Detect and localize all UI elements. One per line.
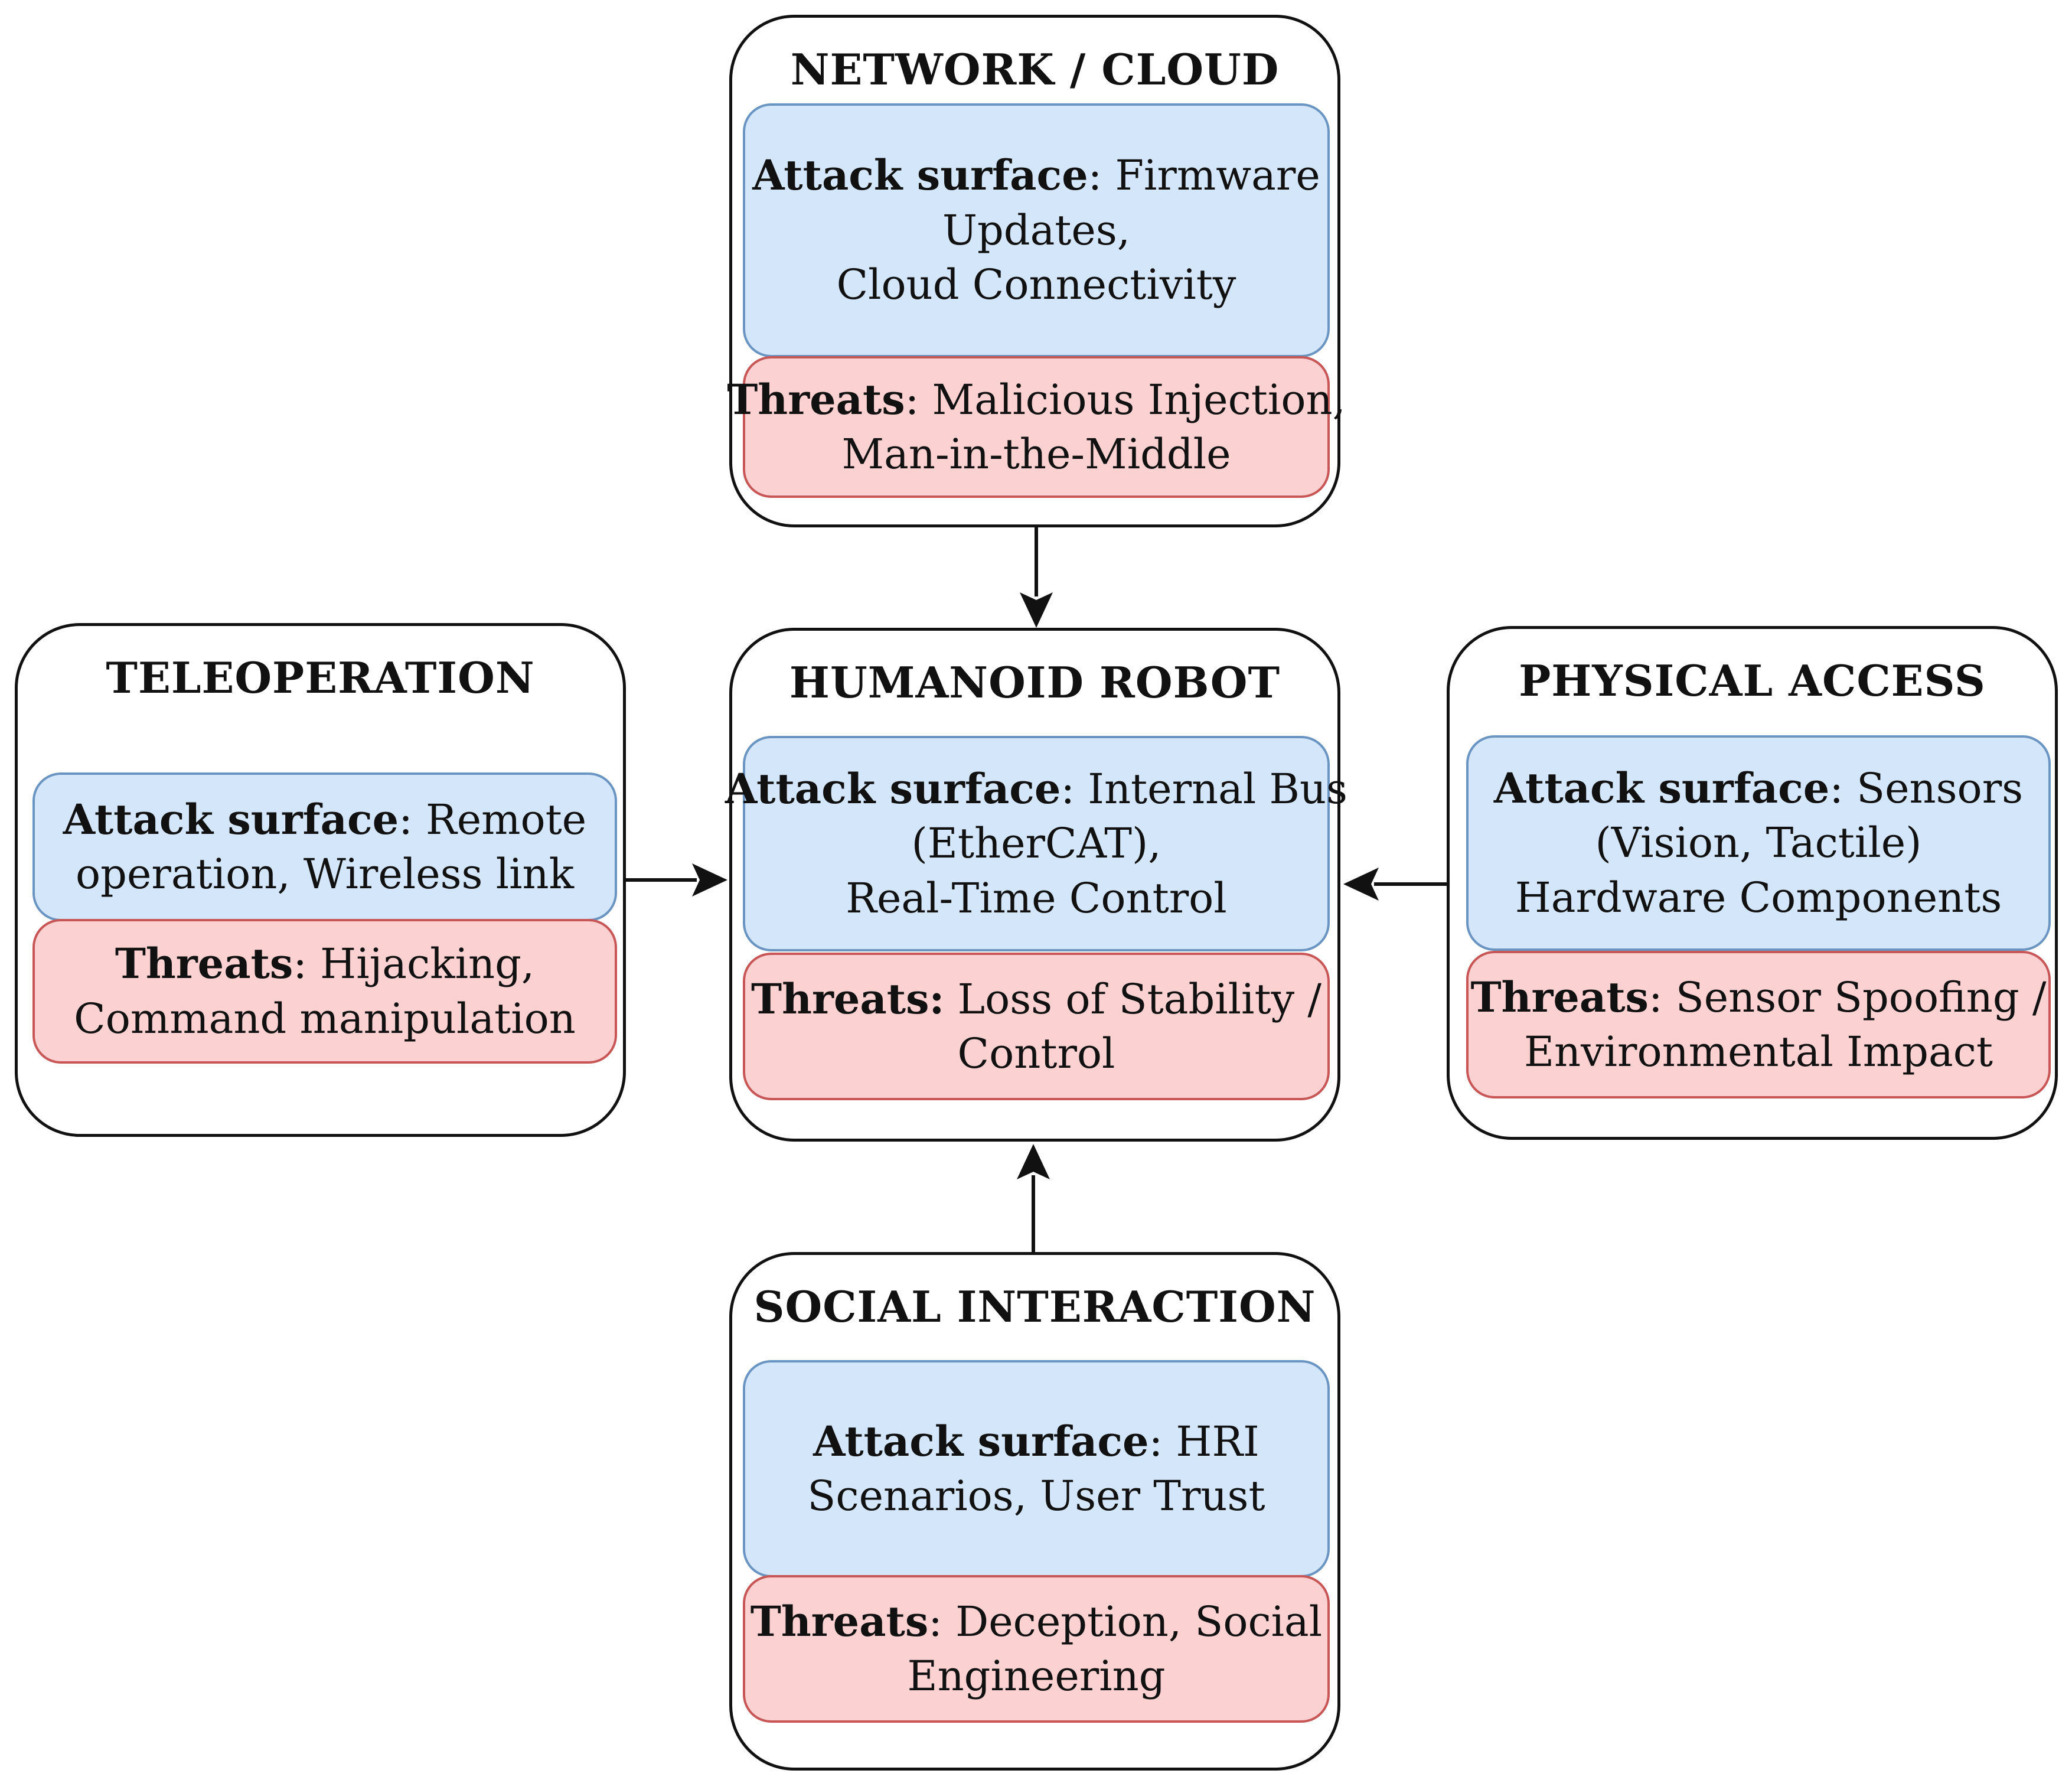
physical-threats-text: : Sensor Spoofing / [1648,973,2047,1022]
social-threats-text: : Deception, Social [928,1597,1323,1646]
teleoperation-threats-box: Threats: Hijacking, Command manipulation [32,919,617,1064]
robot-surface-text: (EtherCAT), [911,819,1161,868]
arrow-social-to-robot [1017,1144,1050,1252]
arrow-teleoperation-to-robot [625,863,727,896]
social-interaction-title: SOCIAL INTERACTION [753,1282,1316,1332]
physical-threats-text: Environmental Impact [1523,1028,1993,1076]
physical-threats-box: Threats: Sensor Spoofing / Environmental… [1466,951,2051,1098]
network-cloud-title: NETWORK / CLOUD [790,44,1280,94]
threats-label: Threats [750,1596,929,1646]
humanoid-robot-node: HUMANOID ROBOT Attack surface: Internal … [725,628,1347,1142]
network-threats-text: : Malicious Injection, [905,375,1346,424]
humanoid-robot-title: HUMANOID ROBOT [789,657,1281,708]
teleoperation-title: TELEOPERATION [106,653,535,703]
threats-label: Threats: [751,974,945,1023]
social-surface-text: Scenarios, User Trust [807,1472,1265,1520]
robot-threats-box: Threats: Loss of Stability / Control [743,953,1330,1100]
robot-surface-text: Real-Time Control [846,873,1227,922]
robot-threats-text: Control [957,1029,1115,1078]
physical-access-node: PHYSICAL ACCESS Attack surface: Sensors … [1447,626,2058,1140]
robot-surface-text: : Internal Bus [1061,764,1347,813]
teleoperation-threats-text: Command manipulation [74,994,576,1043]
teleoperation-surface-text: : Remote [399,795,587,844]
arrow-physical-to-robot [1343,868,1447,901]
physical-surface-text: : Sensors [1829,764,2024,813]
teleoperation-attack-surface-box: Attack surface: Remote operation, Wirele… [32,772,617,921]
attack-surface-label: Attack surface [1493,763,1830,813]
robot-attack-surface-box: Attack surface: Internal Bus (EtherCAT),… [725,736,1347,951]
physical-surface-text: Hardware Components [1515,873,2002,922]
network-surface-text: : Firmware [1088,151,1320,200]
physical-attack-surface-box: Attack surface: Sensors (Vision, Tactile… [1466,735,2051,951]
physical-surface-text: (Vision, Tactile) [1595,819,1922,868]
network-threats-box: Threats: Malicious Injection, Man-in-the… [727,356,1346,498]
teleoperation-node: TELEOPERATION Attack surface: Remote ope… [15,623,626,1137]
teleoperation-threats-text: : Hijacking, [293,940,535,989]
network-attack-surface-box: Attack surface: Firmware Updates, Cloud … [743,103,1330,357]
social-interaction-node: SOCIAL INTERACTION Attack surface: HRI S… [729,1252,1340,1771]
social-surface-text: : HRI [1148,1417,1259,1466]
network-cloud-node: NETWORK / CLOUD Attack surface: Firmware… [727,15,1346,527]
network-surface-text: Updates, [942,206,1131,255]
attack-surface-label: Attack surface [725,764,1061,813]
robot-threats-text: Loss of Stability / [944,974,1321,1023]
network-threats-text: Man-in-the-Middle [841,430,1231,478]
network-surface-text: Cloud Connectivity [836,260,1236,309]
arrow-network-to-robot [1020,527,1053,628]
physical-access-title: PHYSICAL ACCESS [1519,656,1986,706]
attack-surface-label: Attack surface [752,151,1088,200]
threats-label: Threats [727,374,905,424]
attack-surface-label: Attack surface [63,794,399,844]
threats-label: Threats [1470,972,1649,1022]
threats-label: Threats [115,939,293,989]
social-attack-surface-box: Attack surface: HRI Scenarios, User Trus… [743,1360,1330,1577]
attack-surface-label: Attack surface [813,1416,1149,1466]
social-threats-text: Engineering [907,1652,1166,1700]
social-threats-box: Threats: Deception, Social Engineering [743,1575,1330,1723]
teleoperation-surface-text: operation, Wireless link [76,850,574,898]
